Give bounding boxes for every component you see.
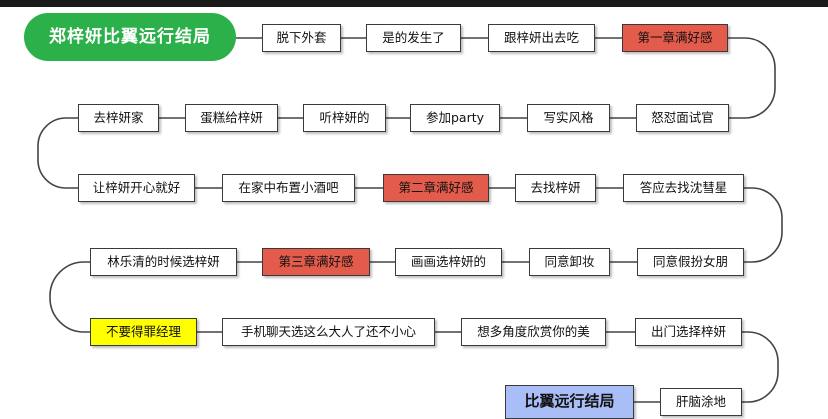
node-chapter1-full-affection: 第一章满好感: [622, 24, 728, 52]
connector: [37, 117, 78, 189]
node-chapter3-full-affection: 第三章满好感: [262, 248, 370, 276]
node-agree-remove-makeup: 同意卸妆: [529, 248, 610, 276]
node-chapter2-full-affection: 第二章满好感: [383, 174, 489, 202]
node-go-out-choose-ziyan: 出门选择梓妍: [635, 318, 742, 346]
node-agree-find-shen: 答应去找沈彗星: [623, 174, 744, 202]
connector: [49, 261, 90, 333]
connector: [728, 37, 776, 119]
node-home-bar: 在家中布置小酒吧: [222, 174, 355, 202]
connector-layer: [37, 37, 783, 403]
node-listen-to-ziyan: 听梓妍的: [303, 104, 386, 132]
node-attend-party: 参加party: [410, 104, 500, 132]
node-ending: 比翼远行结局: [505, 385, 634, 419]
connector: [742, 331, 779, 403]
node-make-ziyan-happy: 让梓妍开心就好: [78, 174, 195, 202]
node-rebuke-interviewer: 怒怼面试官: [636, 104, 729, 132]
node-phone-chat-choice: 手机聊天选这么大人了还不小心: [222, 318, 435, 346]
node-agree-fake-girlfriend: 同意假扮女朋: [637, 248, 744, 276]
node-lin-leqing-choose-ziyan: 林乐清的时候选梓妍: [90, 248, 237, 276]
node-go-eat-with-ziyan: 跟梓妍出去吃: [488, 24, 595, 52]
node-paint-choose-ziyan: 画画选梓妍的: [395, 248, 502, 276]
node-go-find-ziyan: 去找梓妍: [515, 174, 596, 202]
node-it-happened: 是的发生了: [366, 24, 461, 52]
node-dont-offend-manager: 不要得罪经理: [90, 318, 197, 346]
node-go-to-ziyan-home: 去梓妍家: [78, 104, 159, 132]
node-utmost-devotion: 肝脑涂地: [660, 388, 742, 416]
flowchart-title: 郑梓妍比翼远行结局: [24, 13, 236, 61]
node-take-off-coat: 脱下外套: [262, 24, 341, 52]
top-bar: [0, 0, 828, 7]
node-realistic-style: 写实风格: [527, 104, 610, 132]
node-admire-beauty: 想多角度欣赏你的美: [461, 318, 606, 346]
node-cake-to-ziyan: 蛋糕给梓妍: [185, 104, 278, 132]
connector: [744, 187, 783, 263]
